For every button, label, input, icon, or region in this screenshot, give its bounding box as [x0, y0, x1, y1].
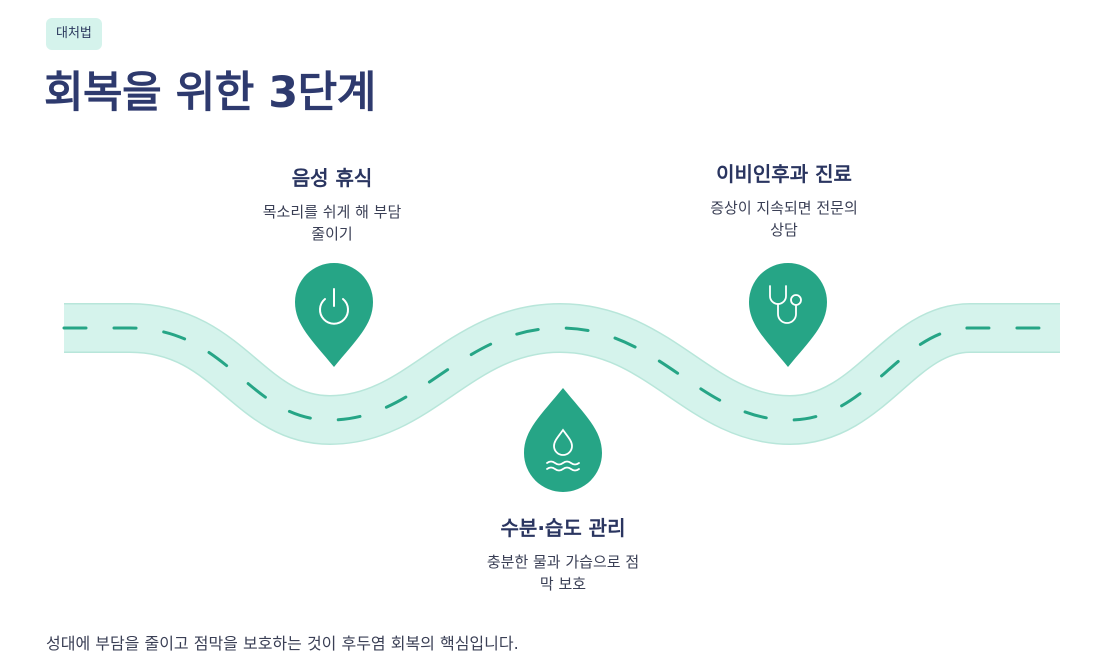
- category-tag: 대처법: [46, 18, 102, 50]
- stethoscope-icon: [769, 285, 802, 324]
- step-description: 충분한 물과 가습으로 점 막 보호: [453, 551, 673, 595]
- pin-marker: [749, 263, 827, 367]
- step-description: 증상이 지속되면 전문의 상담: [674, 197, 894, 241]
- pin-ent-clinic: [749, 263, 827, 367]
- step-title: 수분·습도 관리: [500, 516, 626, 540]
- step-voice-rest: 음성 휴식 목소리를 쉬게 해 부담 줄이기: [232, 162, 432, 245]
- desc-line: 상담: [770, 221, 798, 239]
- step-description: 목소리를 쉬게 해 부담 줄이기: [232, 201, 432, 245]
- power-icon: [319, 288, 349, 325]
- pin-voice-rest: [295, 263, 373, 367]
- road-center-dashes: [62, 326, 1062, 422]
- pin-hydration: [524, 388, 602, 492]
- desc-line: 증상이 지속되면 전문의: [710, 199, 858, 217]
- summary-caption: 성대에 부담을 줄이고 점막을 보호하는 것이 후두염 회복의 핵심입니다.: [46, 634, 519, 653]
- page-title: 회복을 위한 3단계: [44, 68, 376, 118]
- desc-line: 충분한 물과 가습으로 점: [486, 553, 640, 571]
- pin-marker: [295, 263, 373, 367]
- desc-line: 막 보호: [539, 575, 587, 593]
- step-hydration: 수분·습도 관리 충분한 물과 가습으로 점 막 보호: [453, 512, 673, 595]
- pin-marker: [524, 388, 602, 492]
- desc-line: 목소리를 쉬게 해 부담: [262, 203, 402, 221]
- step-ent-clinic: 이비인후과 진료 증상이 지속되면 전문의 상담: [674, 158, 894, 241]
- step-title: 이비인후과 진료: [716, 162, 852, 186]
- desc-line: 줄이기: [311, 225, 353, 243]
- water-drop-icon: [546, 428, 580, 472]
- step-title: 음성 휴식: [291, 166, 373, 190]
